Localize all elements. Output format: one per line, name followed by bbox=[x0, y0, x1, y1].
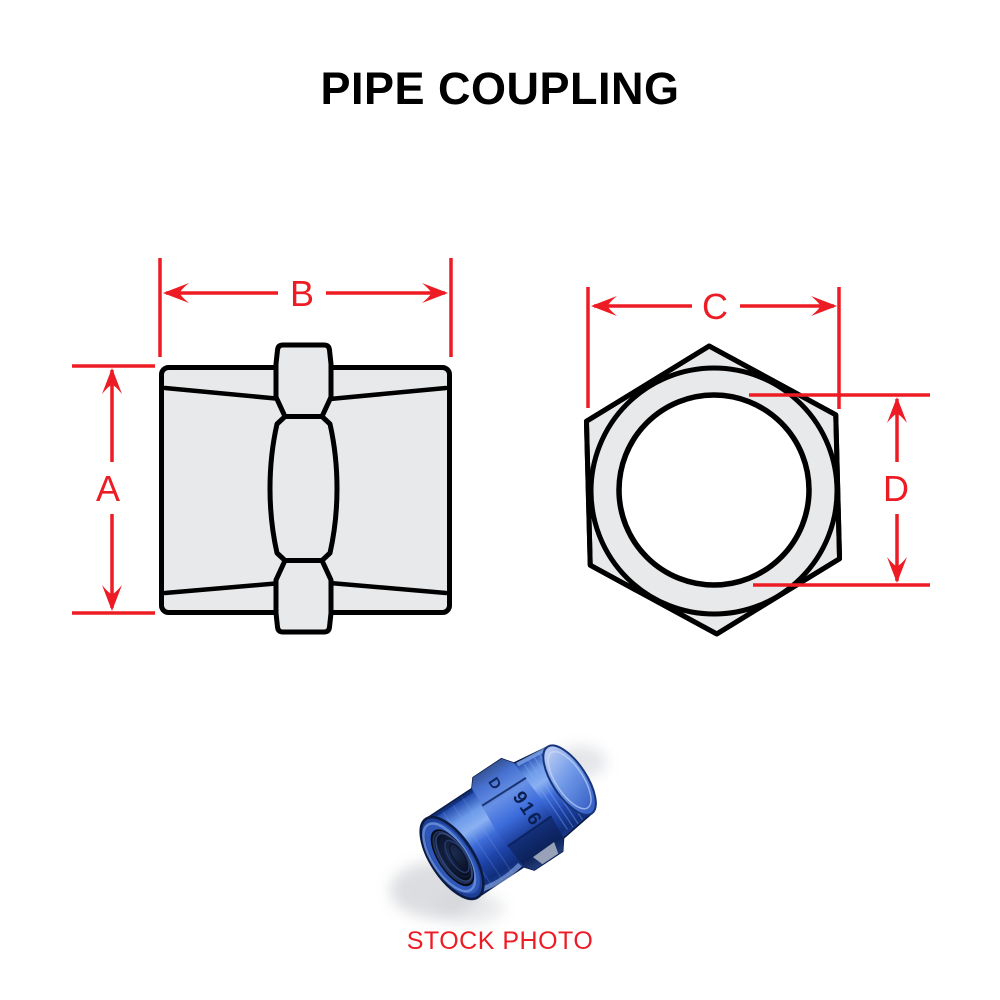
cylinder-highlight bbox=[516, 747, 547, 767]
hex-barrel-top bbox=[273, 342, 334, 419]
bore-circle bbox=[616, 392, 812, 588]
chamfer-line bbox=[162, 580, 284, 596]
hex-face-outline bbox=[583, 343, 843, 637]
chamfer-line bbox=[327, 580, 449, 596]
chamfer-line bbox=[162, 385, 284, 402]
stock-photo-caption: STOCK PHOTO bbox=[406, 927, 594, 955]
coupling-photo-hex bbox=[471, 758, 564, 871]
hex-barrel-middle bbox=[267, 414, 340, 563]
dimension-b: B bbox=[158, 258, 453, 357]
hex-facet-lines bbox=[481, 776, 552, 848]
photo-shadow bbox=[436, 892, 504, 924]
right-end-face bbox=[542, 744, 597, 816]
dimension-c: C bbox=[586, 286, 841, 409]
hex-top-facet bbox=[471, 758, 526, 806]
side-view bbox=[159, 342, 452, 635]
right-face-ring bbox=[547, 750, 592, 810]
dimension-c-label: C bbox=[702, 286, 728, 327]
left-end-face bbox=[419, 815, 485, 901]
hex-barrel-bottom bbox=[273, 558, 334, 635]
end-view bbox=[583, 343, 843, 637]
chamfer-line bbox=[327, 385, 449, 402]
hex-bottom-reflection bbox=[532, 841, 559, 865]
dimension-d: D bbox=[749, 393, 930, 587]
thread-rings bbox=[432, 830, 474, 884]
stock-photo: 916 D bbox=[390, 744, 606, 924]
dimension-a: A bbox=[72, 364, 155, 615]
cylinder-shadow-edge bbox=[427, 789, 474, 822]
dimension-b-label: B bbox=[290, 273, 314, 314]
page-title: PIPE COUPLING bbox=[320, 63, 680, 114]
coupling-photo: 916 D bbox=[419, 744, 597, 901]
chamfer-lines bbox=[162, 385, 449, 596]
dimension-d-label: D bbox=[883, 468, 909, 509]
dimension-a-label: A bbox=[96, 468, 120, 509]
